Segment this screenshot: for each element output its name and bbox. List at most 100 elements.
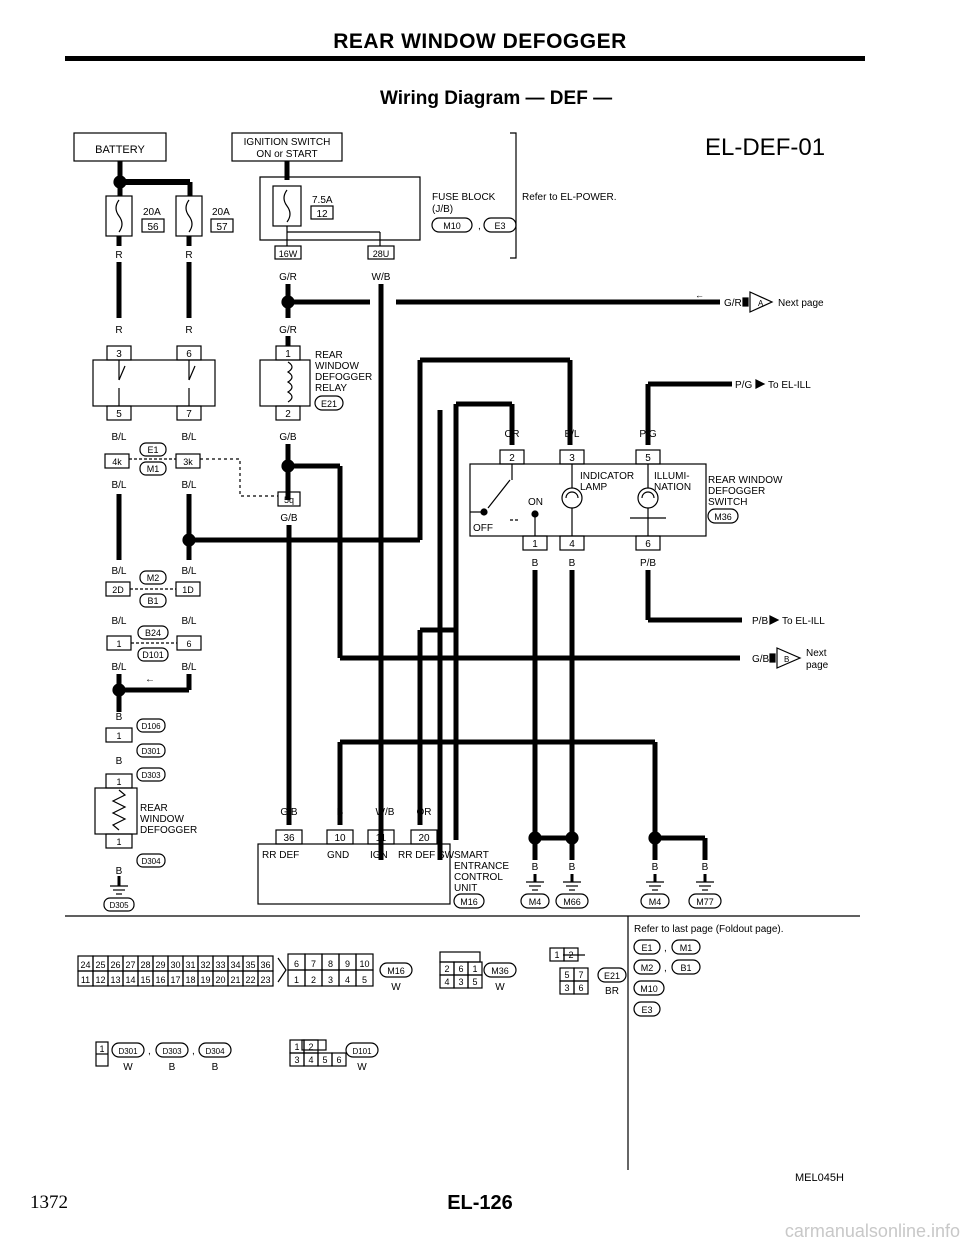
- wire-bl-11: B/L: [564, 429, 579, 440]
- conn-b24: B24: [145, 628, 161, 638]
- cv-d304-color: B: [212, 1062, 219, 1073]
- sec-pin-11: 11: [376, 833, 387, 844]
- cv-d101-bot-pin: 6: [336, 1055, 341, 1065]
- pin-1-d304: 1: [116, 837, 121, 847]
- pin-3k: 3k: [183, 457, 193, 467]
- offpage-a-text: Next page: [778, 298, 824, 309]
- cv-d101-top-pin: 1: [294, 1042, 299, 1052]
- pin-5-bot: 5: [116, 409, 122, 420]
- sec-pin-20: 20: [418, 833, 430, 844]
- wire-gb-2: G/B: [280, 513, 298, 524]
- smart-line-2: ENTRANCE: [454, 861, 509, 872]
- svg-text:,: ,: [148, 1046, 151, 1057]
- cv-big-top-pin: 31: [185, 960, 195, 970]
- cv-m36-color: W: [495, 982, 505, 993]
- conn-d305: D305: [109, 901, 129, 910]
- cv-big-bot-pin: 16: [155, 975, 165, 985]
- pin-6-top: 6: [186, 349, 192, 360]
- wire-gr-2: G/R: [279, 325, 297, 336]
- indicator-1: INDICATOR: [580, 471, 634, 482]
- relay-pin-1: 1: [285, 349, 291, 360]
- wire-or-2: OR: [417, 807, 432, 818]
- cv-m16-label: M16: [387, 966, 405, 976]
- cv-big-bot-pin: 23: [260, 975, 270, 985]
- smart-line-1: SMART: [454, 850, 489, 861]
- pin-5q: 5q: [284, 495, 294, 505]
- to-el-ill-2: To EL-ILL: [782, 616, 825, 627]
- cv-m16-bot-pin: 1: [294, 975, 299, 985]
- wire-bl-4: B/L: [181, 480, 196, 491]
- cv-m16-top-pin: 9: [345, 959, 350, 969]
- ground-m4-b: M4: [649, 897, 662, 907]
- cv-e21-label: E21: [604, 971, 620, 981]
- svg-text:,: ,: [478, 221, 481, 232]
- refer-m10: M10: [640, 984, 658, 994]
- relay-line-2: WINDOW: [315, 361, 359, 372]
- cv-m36-label: M36: [491, 966, 509, 976]
- wire-bl-2: B/L: [181, 432, 196, 443]
- reference-code: MEL045H: [795, 1172, 844, 1184]
- conn-d304: D304: [141, 857, 161, 866]
- relay-pin-2: 2: [285, 409, 291, 420]
- ground-m77: M77: [696, 897, 714, 907]
- switch-line-2: DEFOGGER: [708, 486, 765, 497]
- wire-b-3: B: [116, 866, 123, 877]
- cv-big-top-pin: 26: [110, 960, 120, 970]
- wire-bl-9: B/L: [111, 662, 126, 673]
- wire-bl-7: B/L: [111, 616, 126, 627]
- wire-r-2: R: [185, 250, 192, 261]
- conn-e1: E1: [147, 445, 158, 455]
- cv-d101-top-pin: 2: [308, 1042, 313, 1052]
- conn-d106: D106: [141, 722, 161, 731]
- defogger-line-3: DEFOGGER: [140, 825, 197, 836]
- sec-gnd: GND: [327, 850, 349, 861]
- defogger-line-1: REAR: [140, 803, 168, 814]
- wire-b-g3: B: [652, 862, 659, 873]
- offpage-a: A: [758, 299, 764, 308]
- cv-m36-bot-pin: 5: [472, 977, 477, 987]
- sw-pin-5: 5: [645, 453, 651, 464]
- fuse-block-label: FUSE BLOCK: [432, 192, 496, 203]
- wire-b-4: B: [532, 558, 539, 569]
- pin-2d: 2D: [112, 585, 124, 595]
- cv-d101-bot-pin: 4: [308, 1055, 313, 1065]
- wire-gb-3: G/B: [280, 807, 298, 818]
- cv-m16-bot-pin: 2: [311, 975, 316, 985]
- cv-big-bot-pin: 20: [215, 975, 225, 985]
- cv-d101-bot-pin: 3: [294, 1055, 299, 1065]
- defogger-line-2: WINDOW: [140, 814, 184, 825]
- wire-bl-1: B/L: [111, 432, 126, 443]
- refer-m1: M1: [680, 943, 693, 953]
- sec-rrdefsw: RR DEF SW: [398, 850, 455, 861]
- pin-1-d106: 1: [116, 731, 121, 741]
- refer-e3: E3: [641, 1005, 652, 1015]
- wire-b-g1: B: [532, 862, 539, 873]
- cv-big-top-pin: 28: [140, 960, 150, 970]
- switch-line-3: SWITCH: [708, 497, 747, 508]
- fuse-56-number: 56: [147, 222, 159, 233]
- cv-m36-top-pin: 2: [444, 964, 449, 974]
- illum-2: NATION: [654, 482, 691, 493]
- cv-m16-top-pin: 7: [311, 959, 316, 969]
- pin-6-b24: 6: [186, 639, 191, 649]
- cv-big-top-pin: 29: [155, 960, 165, 970]
- wire-pb-ill: P/B: [752, 616, 768, 627]
- fuse-57-rating: 20A: [212, 207, 230, 218]
- conn-d303: D303: [141, 771, 161, 780]
- cv-m36-bot-pin: 4: [444, 977, 449, 987]
- page-code: EL-126: [447, 1192, 513, 1214]
- pin-16w: 16W: [279, 249, 298, 259]
- cv-big-bot-pin: 11: [81, 975, 90, 985]
- ignition-label-2: ON or START: [256, 149, 317, 160]
- cv-d101-bot-cell: [331, 1052, 347, 1067]
- cv-big-bot-pin: 21: [230, 975, 240, 985]
- cv-m36-bot-pin: 3: [458, 977, 463, 987]
- cv-big-top-pin: 24: [80, 960, 90, 970]
- wire-gr-1: G/R: [279, 272, 297, 283]
- ground-m66: M66: [563, 897, 581, 907]
- cv-big-top-pin: 36: [260, 960, 270, 970]
- title-rule: [65, 56, 865, 61]
